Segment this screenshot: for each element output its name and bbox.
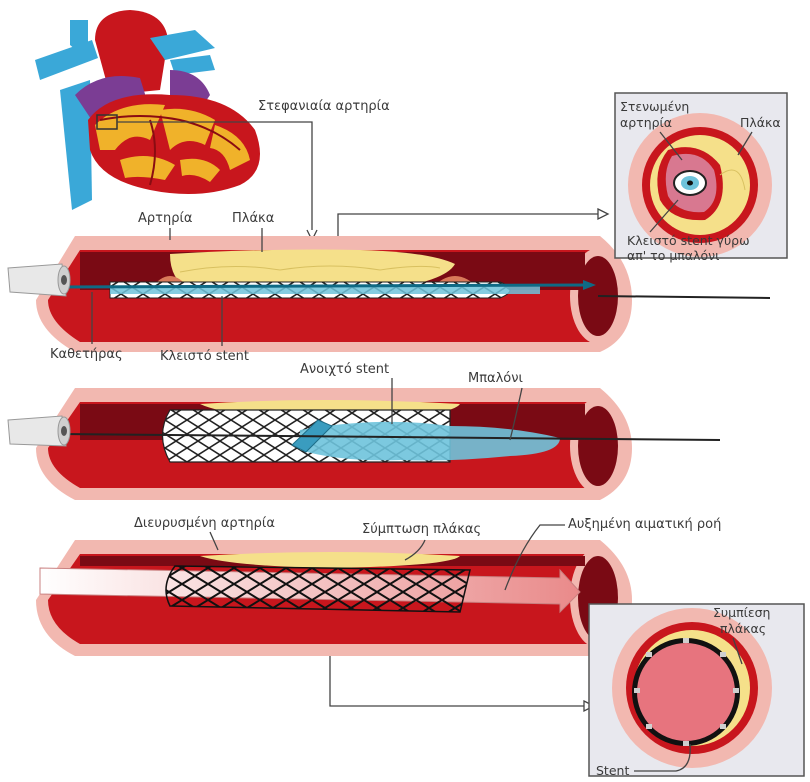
heart-illustration [35,10,260,210]
plaque-label: Πλάκα [232,211,274,226]
inset-narrowed-label-1: Στενωμένη [620,99,689,114]
increased-flow-label: Αυξημένη αιματική ροή [568,517,721,532]
widened-artery-label: Διευρυσμένη αρτηρία [134,516,275,531]
plaque-compression-label: Σύμπτωση πλάκας [362,522,481,537]
inset-closed-stent-label-1: Κλειστό stent γύρω [627,233,750,248]
inset-compression-label-2: πλάκας [720,621,766,636]
inset-closed-stent-label-2: απ' το μπαλόνι [627,248,719,263]
catheter-label: Καθετήρας [50,347,123,362]
coronary-artery-label: Στεφανιαία αρτηρία [258,99,390,114]
vessel-panel-widened-artery [36,540,632,656]
vessel-panel-open-stent [8,388,720,500]
closed-stent-label: Κλειστό stent [160,349,249,364]
inset-stent-compression [589,604,804,776]
inset-plaque-label: Πλάκα [740,115,781,130]
balloon-label: Μπαλόνι [468,371,523,386]
artery-label: Αρτηρία [138,211,192,226]
inset-narrowed-label-2: αρτηρία [620,115,672,130]
open-stent-label: Ανοιχτό stent [300,362,389,377]
inset-compression-label-1: Συμπίεση [713,605,770,620]
inset-stent-label: Stent [596,763,629,778]
